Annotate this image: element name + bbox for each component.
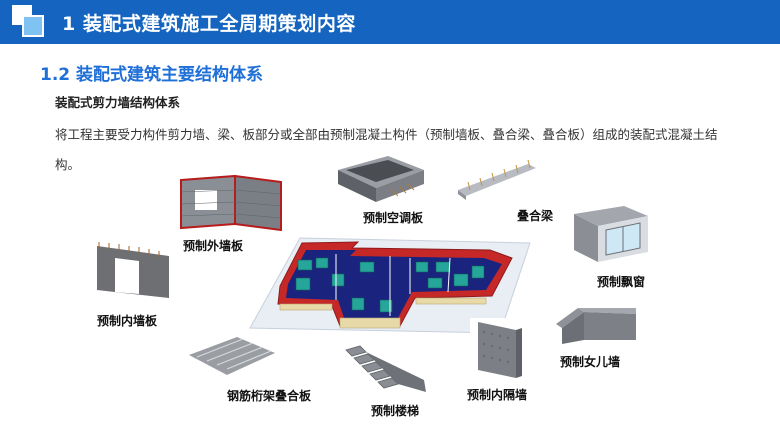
label-ac-slab: 预制空调板 bbox=[363, 211, 424, 225]
header-bar: 1 装配式建筑施工全周期策划内容 bbox=[0, 0, 780, 44]
label-truss-slab: 钢筋桁架叠合板 bbox=[227, 389, 312, 403]
label-composite-beam: 叠合梁 bbox=[517, 209, 554, 223]
parapet-image bbox=[548, 300, 640, 348]
building-model-image bbox=[240, 218, 540, 338]
description-paragraph: 将工程主要受力构件剪力墙、梁、板部分或全部由预制混凝土构件（预制墙板、叠合梁、叠… bbox=[55, 127, 718, 172]
composite-beam-image bbox=[452, 156, 542, 202]
interior-wall-image bbox=[85, 240, 175, 302]
partition-image bbox=[470, 318, 526, 380]
truss-slab-image bbox=[183, 333, 279, 379]
label-bay-window: 预制飘窗 bbox=[597, 275, 646, 289]
label-exterior-wall: 预制外墙板 bbox=[183, 239, 244, 253]
subsection-title: 装配式剪力墙结构体系 bbox=[55, 95, 181, 110]
logo-icon bbox=[12, 5, 46, 39]
label-partition: 预制内隔墙 bbox=[467, 388, 528, 402]
label-interior-wall: 预制内墙板 bbox=[97, 314, 158, 328]
label-stair: 预制楼梯 bbox=[371, 404, 420, 418]
header-title: 1 装配式建筑施工全周期策划内容 bbox=[62, 13, 356, 35]
label-parapet: 预制女儿墙 bbox=[560, 355, 621, 369]
exterior-wall-image bbox=[173, 172, 288, 232]
ac-slab-image bbox=[332, 148, 430, 206]
bay-window-image bbox=[568, 202, 654, 266]
stair-image bbox=[340, 340, 432, 398]
section-title: 1.2 装配式建筑主要结构体系 bbox=[40, 65, 264, 85]
